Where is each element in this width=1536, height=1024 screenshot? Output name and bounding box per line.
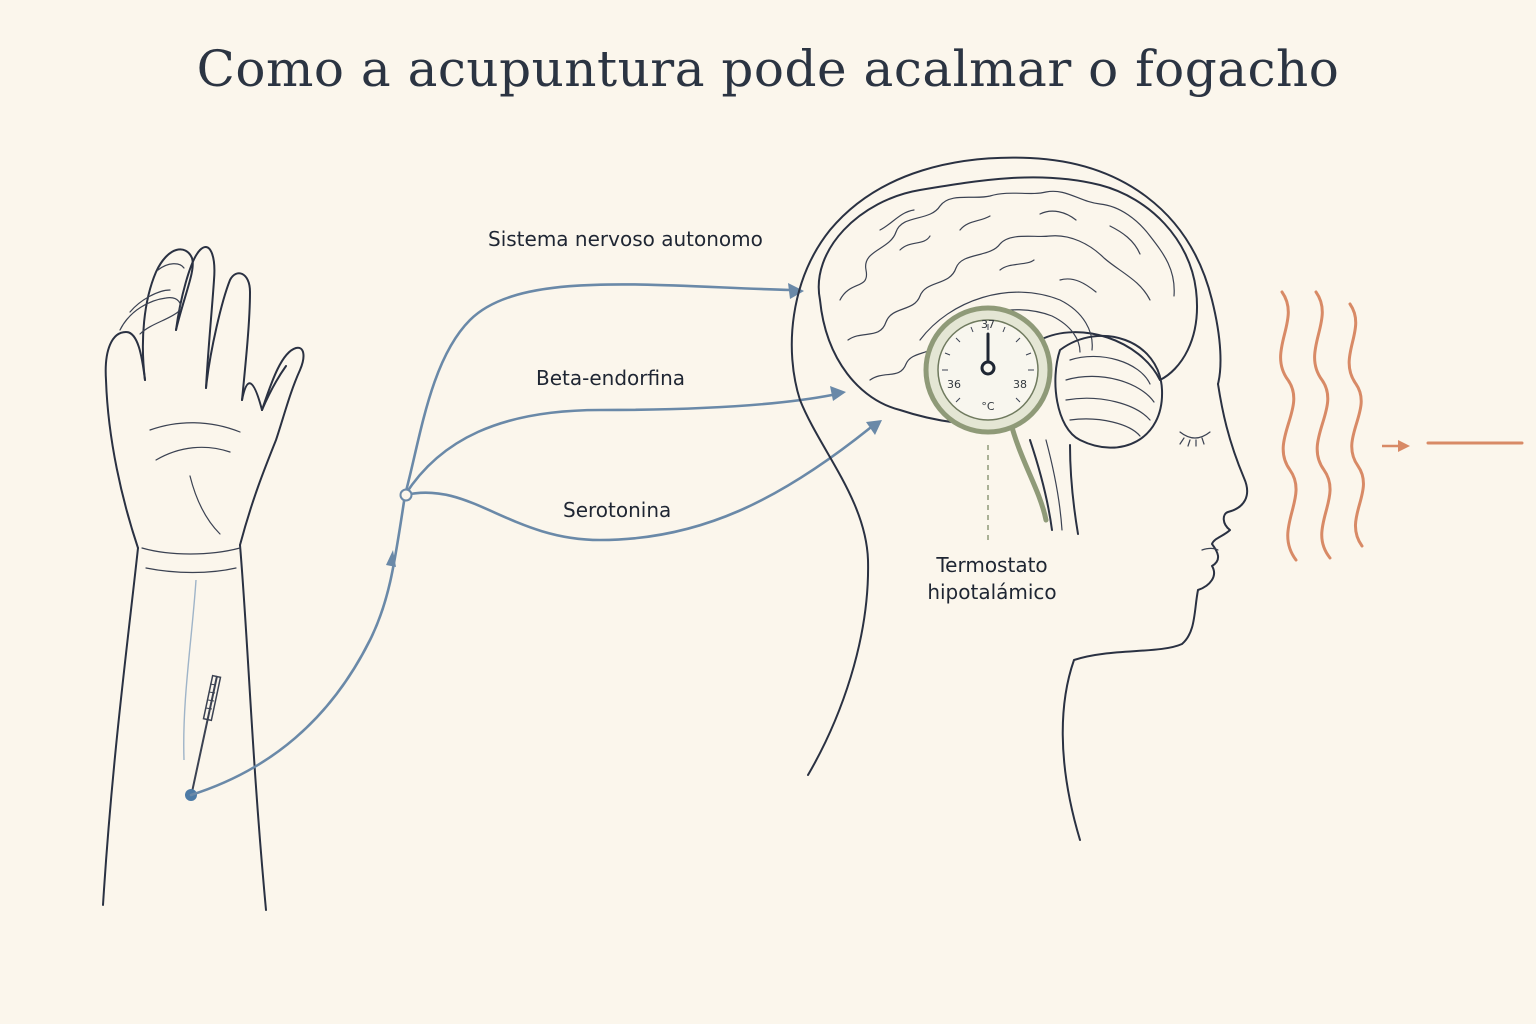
gauge-left-label: 36 xyxy=(947,378,961,391)
label-thermostat-line2: hipotalámico xyxy=(927,580,1057,604)
hand-arm-illustration xyxy=(102,246,305,911)
label-autonomic-nervous-system: Sistema nervoso autonomo xyxy=(488,227,763,251)
gauge-top-label: 37 xyxy=(981,318,995,331)
acupuncture-needle-icon xyxy=(185,674,222,801)
label-hypothalamic-thermostat: Termostato hipotalámico xyxy=(912,552,1072,606)
page-title: Como a acupuntura pode acalmar o fogacho xyxy=(196,40,1340,98)
heat-arrow-icon xyxy=(1382,440,1524,452)
label-thermostat-line1: Termostato xyxy=(936,553,1048,577)
label-beta-endorphin: Beta-endorfina xyxy=(536,366,686,390)
head-profile xyxy=(790,156,1249,841)
brain-illustration xyxy=(817,176,1198,535)
heat-waves-icon xyxy=(1279,290,1365,562)
label-serotonin: Serotonina xyxy=(563,498,672,522)
gauge-unit-label: °C xyxy=(981,400,995,413)
nerve-pathways xyxy=(189,283,882,797)
gauge-right-label: 38 xyxy=(1013,378,1027,391)
thermostat-gauge-icon: 37 36 38 °C xyxy=(923,305,1053,545)
